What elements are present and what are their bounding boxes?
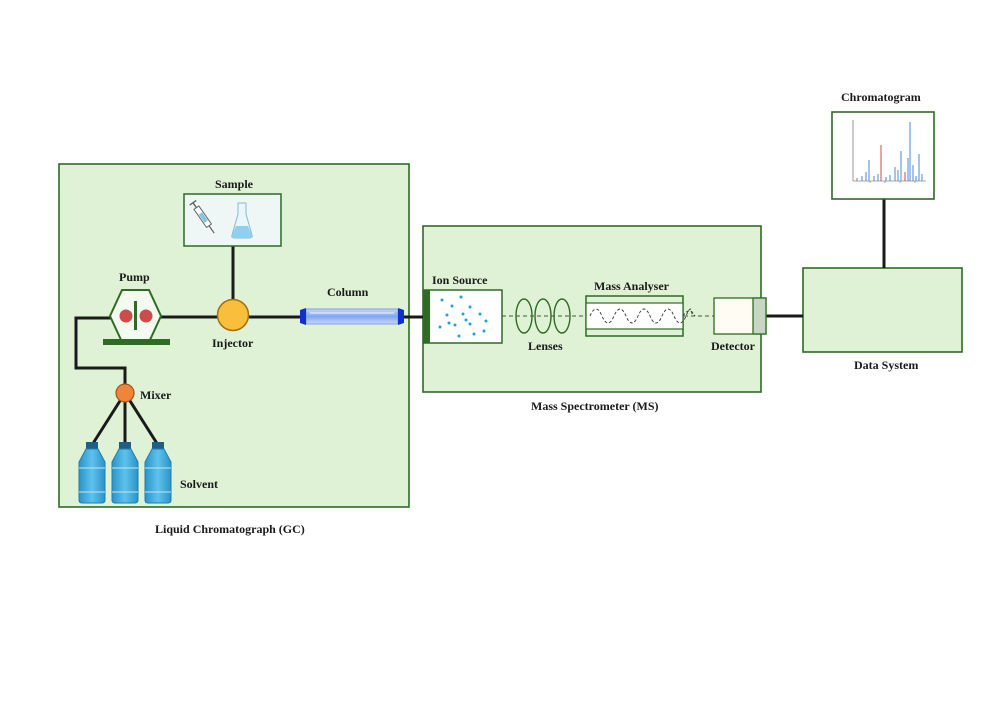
- pump-label: Pump: [119, 270, 150, 284]
- solvent-label: Solvent: [180, 477, 219, 491]
- ms-system-label: Mass Spectrometer (MS): [531, 399, 659, 413]
- flask-icon: [231, 202, 253, 239]
- pump-dot-right: [139, 309, 153, 323]
- sample-box: [183, 193, 282, 247]
- column-tube: [300, 308, 404, 325]
- connection-lines: [74, 199, 886, 446]
- chromatogram-label: Chromatogram: [841, 90, 921, 104]
- bottle-icon: [78, 442, 106, 504]
- data-system-box: [802, 267, 963, 353]
- lc-system-label: Liquid Chromatograph (GC): [155, 522, 305, 536]
- detector-plate: [752, 297, 767, 335]
- lenses-label: Lenses: [528, 339, 563, 353]
- pump-base: [103, 339, 170, 345]
- data-system-label: Data System: [854, 358, 919, 372]
- mass-analyser-label: Mass Analyser: [594, 279, 669, 293]
- injector-label: Injector: [212, 336, 254, 350]
- sample-label: Sample: [215, 177, 254, 191]
- solvent-bottles: [78, 442, 172, 504]
- detector-label: Detector: [711, 339, 755, 353]
- chromatogram-plot-icon: [852, 120, 926, 183]
- bottle-icon: [144, 442, 172, 504]
- pump-dot-left: [119, 309, 133, 323]
- syringe-icon: [189, 199, 215, 234]
- chromatogram-box: [831, 111, 935, 200]
- bottle-icon: [111, 442, 139, 504]
- mixer-label: Mixer: [140, 388, 172, 402]
- ion-source-plate: [423, 290, 430, 343]
- ion-source-box: [423, 289, 503, 344]
- injector-circle: [216, 298, 250, 332]
- lenses: [515, 298, 571, 334]
- mixer-circle: [115, 383, 135, 403]
- ion-source-label: Ion Source: [432, 273, 488, 287]
- ion-particles: [438, 295, 488, 338]
- mass-analyser: [585, 295, 696, 337]
- column-label: Column: [327, 285, 369, 299]
